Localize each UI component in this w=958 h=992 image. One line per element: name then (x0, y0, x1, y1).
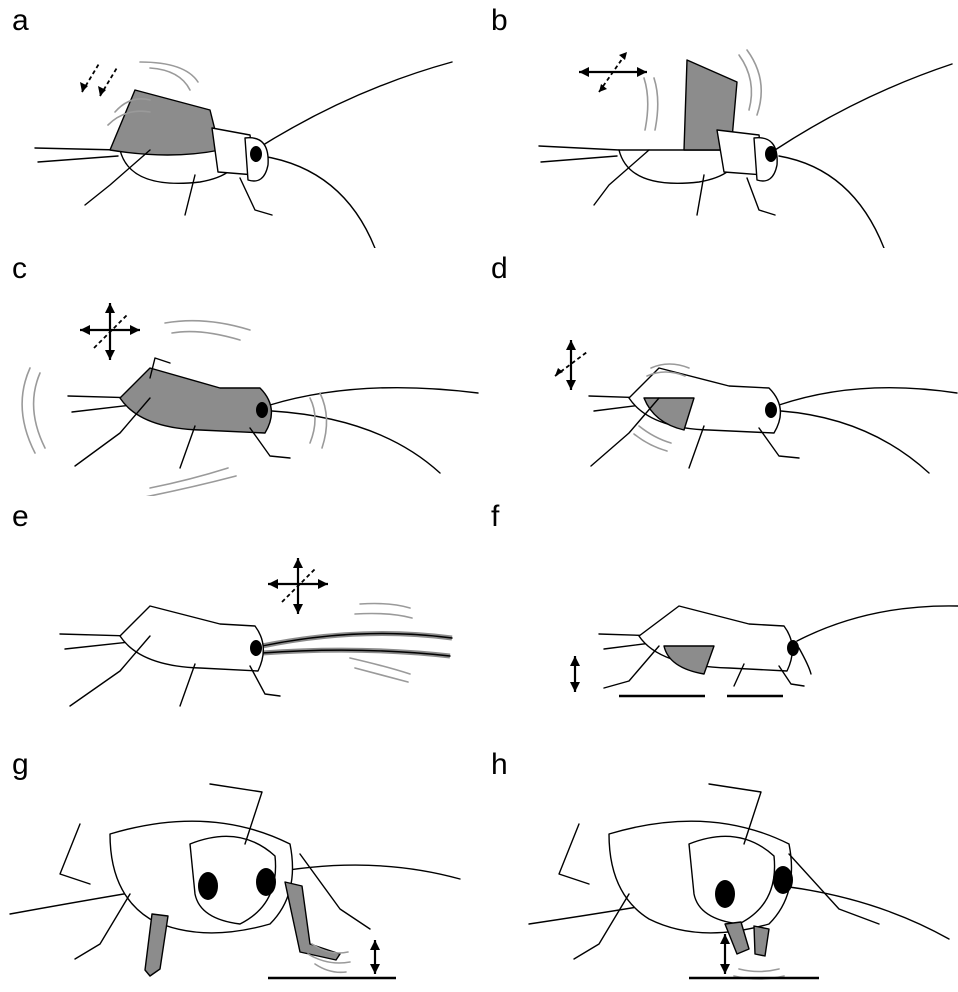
panel-f: f (479, 496, 958, 744)
cricket-front-view-g (0, 744, 479, 992)
antenna-a (255, 62, 452, 248)
cricket-side-view-b (479, 0, 958, 248)
abdomen-f (664, 646, 714, 674)
cricket-side-view-d (479, 248, 958, 496)
cricket-side-view-c (0, 248, 479, 496)
cerci-a (35, 148, 120, 162)
vertical-arrow-h (720, 934, 730, 974)
eye-a (250, 146, 262, 162)
vertical-arrow-f (570, 656, 580, 692)
vibration-arrows-c (80, 303, 140, 360)
whole-body-c (120, 368, 271, 433)
panel-e: e (0, 496, 479, 744)
foreleg-g (285, 882, 340, 960)
vertical-arrow-g (370, 940, 380, 974)
cricket-front-view-h (479, 744, 958, 992)
panel-b: b (479, 0, 958, 248)
forewings-a (110, 90, 220, 155)
vibration-arrows-d (555, 340, 587, 390)
vibration-arrows-b (579, 52, 647, 92)
vibration-arrows-e (268, 558, 328, 614)
vibration-arrows-a (80, 62, 118, 96)
cricket-side-view-e (0, 496, 479, 744)
panel-a: a (0, 0, 479, 248)
cricket-side-view-f (479, 496, 958, 744)
panel-g: g (0, 744, 479, 992)
panel-h: h (479, 744, 958, 992)
cricket-side-view-a (0, 0, 479, 248)
panel-c: c (0, 248, 479, 496)
panel-d: d (479, 248, 958, 496)
foreleg-a (240, 178, 272, 215)
